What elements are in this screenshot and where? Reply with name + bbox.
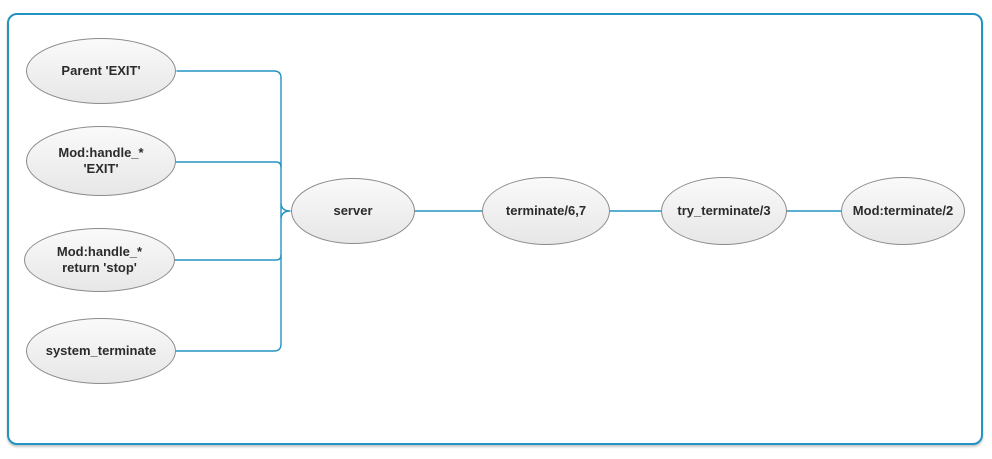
node-terminate-6-7: terminate/6,7 [482,177,610,245]
node-system-terminate: system_terminate [26,318,176,384]
node-mod-terminate-2: Mod:terminate/2 [841,177,965,245]
node-mod-handle-exit: Mod:handle_* 'EXIT' [26,126,176,196]
node-label: Parent 'EXIT' [61,63,141,78]
node-label: Mod:terminate/2 [852,203,954,218]
node-label-line2: 'EXIT' [83,161,119,176]
node-try-terminate-3: try_terminate/3 [661,177,787,245]
node-label-line2: return 'stop' [62,260,137,275]
node-mod-handle-return-stop: Mod:handle_* return 'stop' [24,228,175,292]
node-label: terminate/6,7 [505,203,587,218]
node-label-line1: Mod:handle_* [56,244,143,259]
node-label: system_terminate [45,343,157,358]
node-server: server [291,178,415,244]
node-label-line1: Mod:handle_* [58,145,144,160]
node-label: server [333,203,373,218]
node-label: try_terminate/3 [677,203,771,218]
node-parent-exit: Parent 'EXIT' [26,38,176,104]
